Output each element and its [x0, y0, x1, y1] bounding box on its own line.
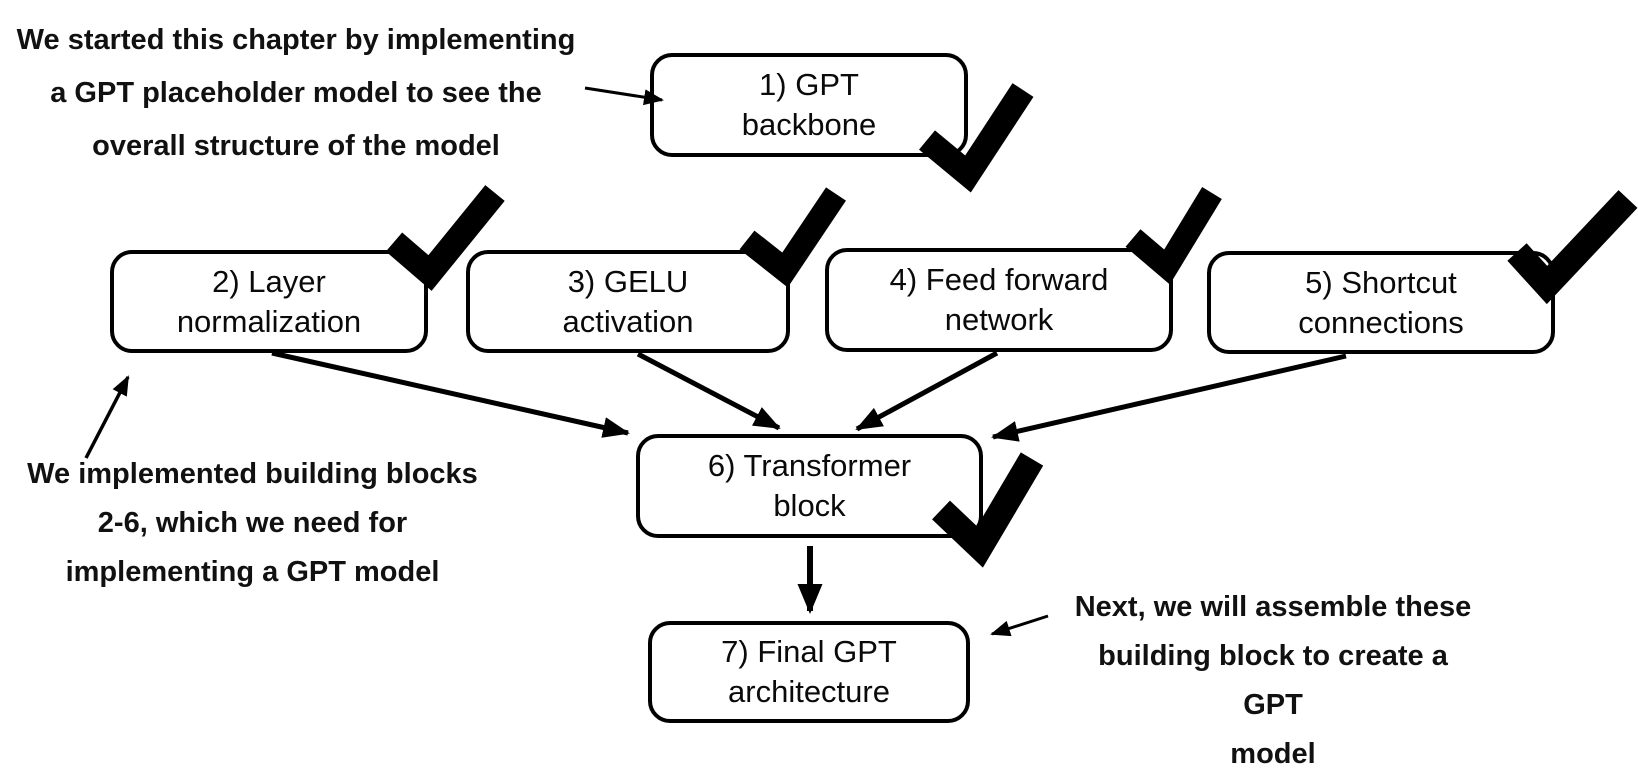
arrow-annotation-to-layer-norm	[84, 375, 130, 459]
arrow-shortcut-to-transformer	[991, 353, 1347, 442]
node-final-gpt-architecture: 7) Final GPT architecture	[648, 621, 970, 723]
annotation-building-blocks: We implemented building blocks 2-6, whic…	[27, 458, 478, 588]
arrow-feed-forward-to-transformer	[855, 350, 999, 432]
arrow-gelu-to-transformer	[636, 351, 781, 431]
node-shortcut-connections: 5) Shortcut connections	[1207, 251, 1555, 354]
arrow-annotation-to-final-gpt	[990, 614, 1049, 637]
node-gpt-backbone: 1) GPT backbone	[650, 53, 968, 157]
annotation-intro: We started this chapter by implementing …	[16, 24, 576, 162]
node-feed-forward-network: 4) Feed forward network	[825, 248, 1173, 352]
node-layer-normalization: 2) Layer normalization	[110, 250, 428, 353]
node-transformer-block: 6) Transformer block	[636, 434, 983, 538]
arrow-layer-norm-to-transformer	[271, 350, 630, 438]
annotation-next-steps: Next, we will assemble these building bl…	[1074, 591, 1472, 770]
node-gelu-activation: 3) GELU activation	[466, 250, 790, 353]
